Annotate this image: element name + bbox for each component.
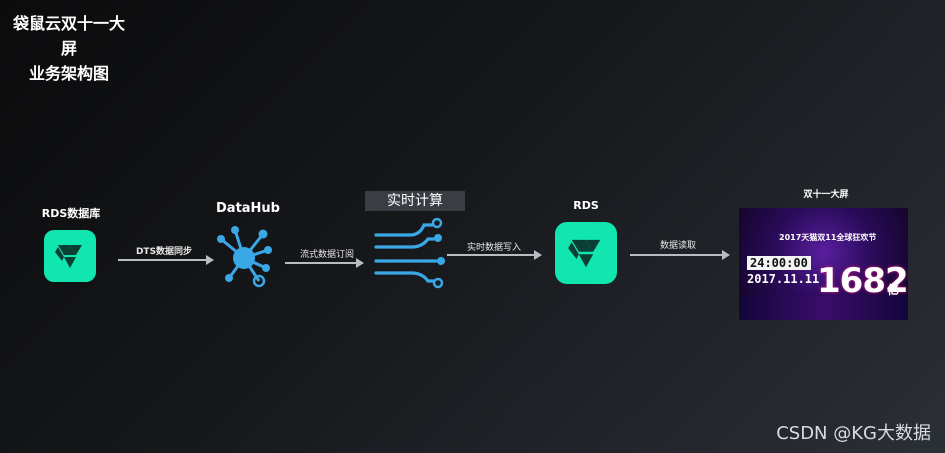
- screen-clock: 24:00:00: [747, 256, 811, 270]
- screen-unit: 亿: [887, 283, 900, 297]
- edge-label-stream-subscribe: 流式数据订阅: [299, 250, 354, 260]
- screen-band: [739, 296, 908, 320]
- rds-db-icon: [44, 230, 96, 282]
- datahub-icon: [213, 222, 275, 290]
- double-eleven-screen-image: 2017天猫双11全球狂欢节 24:00:00 2017.11.11 1682 …: [739, 208, 908, 320]
- datahub-label: DataHub: [216, 201, 280, 216]
- rds-label: RDS: [573, 199, 599, 212]
- arrow-stream-subscribe: [285, 258, 364, 268]
- diagram-title: 袋鼠云双十一大屏 业务架构图: [11, 11, 127, 86]
- edge-label-realtime-write: 实时数据写入: [466, 243, 521, 253]
- title-line-2: 业务架构图: [28, 64, 109, 83]
- screen-label: 双十一大屏: [803, 190, 849, 200]
- edge-label-read: 数据读取: [659, 241, 696, 251]
- screen-banner: 2017天猫双11全球狂欢节: [779, 233, 877, 242]
- rds-db-label: RDS数据库: [41, 207, 101, 220]
- stream-compute-icon: [372, 215, 452, 295]
- arrow-realtime-write: [447, 250, 542, 260]
- title-line-1: 袋鼠云双十一大屏: [12, 14, 125, 58]
- arrow-read: [630, 250, 730, 260]
- rds-icon: [555, 222, 617, 284]
- screen-date: 2017.11.11: [747, 272, 820, 286]
- edge-label-dts: DTS数据同步: [135, 247, 193, 257]
- screen-amount: 1682: [817, 261, 908, 301]
- watermark: CSDN @KG大数据: [776, 423, 931, 444]
- arrow-dts: [118, 255, 214, 265]
- realtime-compute-label: 实时计算: [365, 191, 465, 211]
